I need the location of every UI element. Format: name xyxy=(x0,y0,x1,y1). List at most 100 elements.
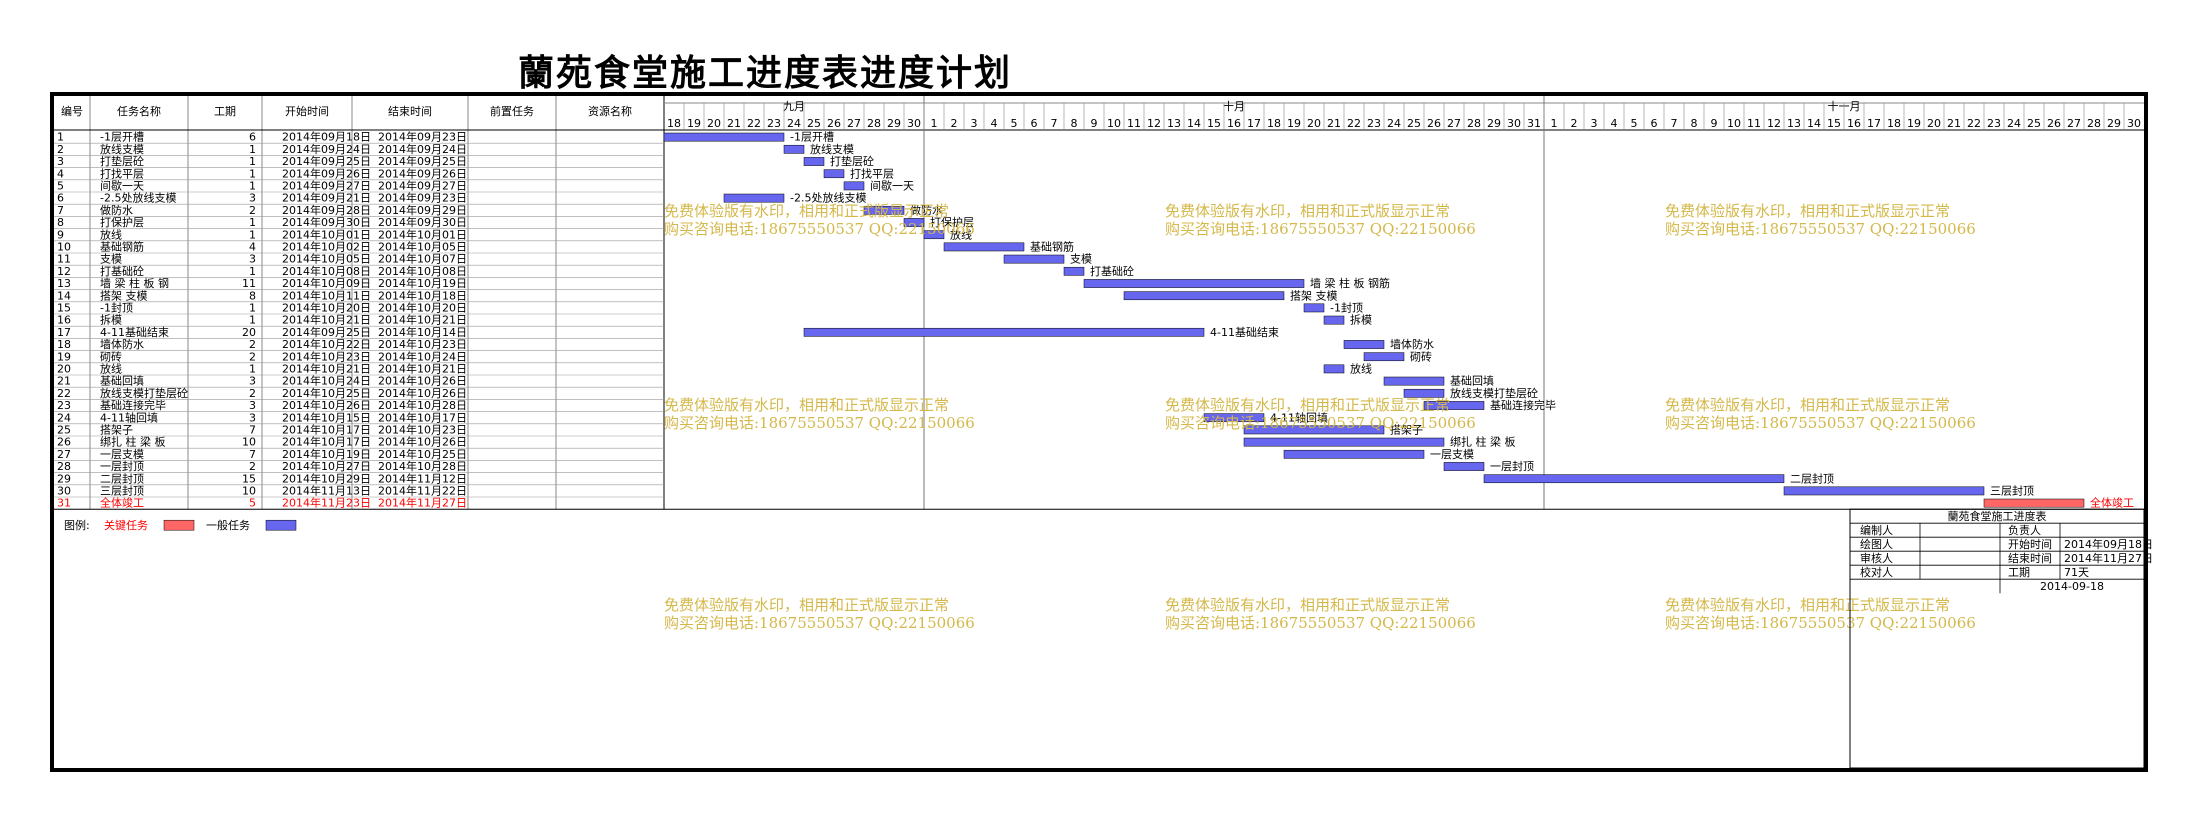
info-key: 工期 xyxy=(2008,566,2030,579)
task-end: 2014年09月24日 xyxy=(378,142,467,156)
task-start: 2014年09月27日 xyxy=(282,179,371,193)
task-end: 2014年09月23日 xyxy=(378,130,467,144)
gantt-bar-label: 一层支模 xyxy=(1430,448,1474,461)
task-duration: 2 xyxy=(249,387,256,400)
task-name: 支模 xyxy=(100,253,122,266)
day-label: 21 xyxy=(1947,117,1961,130)
watermark-text: 购买咨询电话:18675550537 QQ:22150066 xyxy=(664,220,975,238)
gantt-bar-label: 墙体防水 xyxy=(1390,337,1434,351)
task-start: 2014年09月28日 xyxy=(282,203,371,217)
gantt-bar xyxy=(1003,254,1065,264)
task-start: 2014年10月17日 xyxy=(282,435,371,449)
gantt-bar xyxy=(723,193,785,203)
task-id: 28 xyxy=(57,460,71,473)
day-label: 24 xyxy=(1387,117,1401,130)
task-id: 13 xyxy=(57,277,71,290)
watermark-text: 免费体验版有水印，相用和正式版显示正常 xyxy=(1665,202,1950,220)
chart-frame xyxy=(50,92,2148,772)
task-name: 砌砖 xyxy=(100,349,122,363)
day-label: 25 xyxy=(807,117,821,130)
day-label: 23 xyxy=(767,117,781,130)
day-label: 16 xyxy=(1847,117,1861,130)
gantt-bar xyxy=(1083,279,1305,288)
gantt-bar-label: 支模 xyxy=(1070,253,1092,266)
task-name: 搭架 支模 xyxy=(100,289,148,302)
task-duration: 2 xyxy=(249,460,256,473)
task-duration: 5 xyxy=(249,497,256,510)
day-label: 17 xyxy=(1867,117,1881,130)
task-start: 2014年10月20日 xyxy=(282,301,371,315)
task-end: 2014年10月23日 xyxy=(378,423,467,437)
task-start: 2014年10月29日 xyxy=(282,471,371,485)
task-id: 8 xyxy=(57,216,64,229)
watermark-text: 购买咨询电话:18675550537 QQ:22150066 xyxy=(1165,414,1476,432)
task-name: 做防水 xyxy=(100,203,133,217)
task-end: 2014年10月23日 xyxy=(378,337,467,351)
gantt-bar xyxy=(1983,498,2085,508)
task-name: 搭架子 xyxy=(100,424,133,437)
day-label: 13 xyxy=(1787,117,1801,130)
task-id: 18 xyxy=(57,338,71,351)
task-end: 2014年10月21日 xyxy=(378,313,467,327)
gantt-bar-label: 砌砖 xyxy=(1410,349,1432,363)
task-id: 11 xyxy=(57,253,71,266)
task-duration: 1 xyxy=(249,216,256,229)
gantt-bar-label: 打保护层 xyxy=(930,215,974,229)
gantt-bar xyxy=(1423,401,1485,410)
gantt-bar xyxy=(1363,352,1405,362)
day-label: 15 xyxy=(1207,117,1221,130)
task-name: 全体竣工 xyxy=(100,496,144,510)
task-id: 22 xyxy=(57,387,71,400)
gantt-bar-label: -1层开槽 xyxy=(790,131,834,144)
day-label: 10 xyxy=(1727,117,1741,130)
info-value: 71天 xyxy=(2064,566,2089,579)
gantt-bar-label: 三层封顶 xyxy=(1990,484,2034,498)
column-header-1: 任务名称 xyxy=(117,104,161,118)
day-label: 7 xyxy=(1051,117,1058,130)
day-label: 22 xyxy=(1347,117,1361,130)
task-start: 2014年11月23日 xyxy=(282,496,371,510)
task-start: 2014年10月21日 xyxy=(282,313,371,327)
gantt-bar xyxy=(823,169,845,179)
task-name: 4-11基础结束 xyxy=(100,326,169,339)
task-start: 2014年10月05日 xyxy=(282,252,371,266)
gantt-bar-label: 4-11轴回填 xyxy=(1270,410,1328,424)
day-label: 23 xyxy=(1987,117,2001,130)
task-end: 2014年09月26日 xyxy=(378,166,467,180)
day-label: 29 xyxy=(887,117,901,130)
task-duration: 15 xyxy=(242,472,256,485)
month-label-0: 九月 xyxy=(783,100,805,113)
day-label: 28 xyxy=(1467,117,1481,130)
day-label: 27 xyxy=(1447,117,1461,130)
day-label: 21 xyxy=(727,117,741,130)
gantt-bar-label: -2.5处放线支模 xyxy=(790,191,866,205)
day-label: 16 xyxy=(1227,117,1241,130)
task-start: 2014年09月24日 xyxy=(282,142,371,156)
task-name: 二层封顶 xyxy=(100,471,144,485)
task-end: 2014年09月27日 xyxy=(378,179,467,193)
day-label: 31 xyxy=(1527,117,1541,130)
gantt-bar xyxy=(903,218,925,227)
day-label: 26 xyxy=(827,117,841,130)
task-id: 14 xyxy=(57,289,71,302)
gantt-bar xyxy=(1243,437,1445,447)
task-end: 2014年10月20日 xyxy=(378,301,467,315)
legend-critical-label: 关键任务 xyxy=(104,518,148,532)
task-duration: 1 xyxy=(249,314,256,327)
legend-normal-label: 一般任务 xyxy=(206,519,250,532)
task-name: 打保护层 xyxy=(100,215,144,229)
day-label: 12 xyxy=(1147,117,1161,130)
watermark-text: 免费体验版有水印，相用和正式版显示正常 xyxy=(664,202,949,220)
day-label: 28 xyxy=(2087,117,2101,130)
gantt-bar-label: 一层封顶 xyxy=(1490,459,1534,473)
task-duration: 3 xyxy=(249,375,256,388)
day-label: 2 xyxy=(1571,117,1578,130)
day-label: 26 xyxy=(1427,117,1441,130)
gantt-bar xyxy=(1323,315,1345,325)
task-duration: 1 xyxy=(249,363,256,376)
day-label: 30 xyxy=(2127,117,2141,130)
task-id: 26 xyxy=(57,436,71,449)
day-label: 26 xyxy=(2047,117,2061,130)
day-label: 9 xyxy=(1091,117,1098,130)
gantt-bar-label: 基础钢筋 xyxy=(1030,240,1074,254)
